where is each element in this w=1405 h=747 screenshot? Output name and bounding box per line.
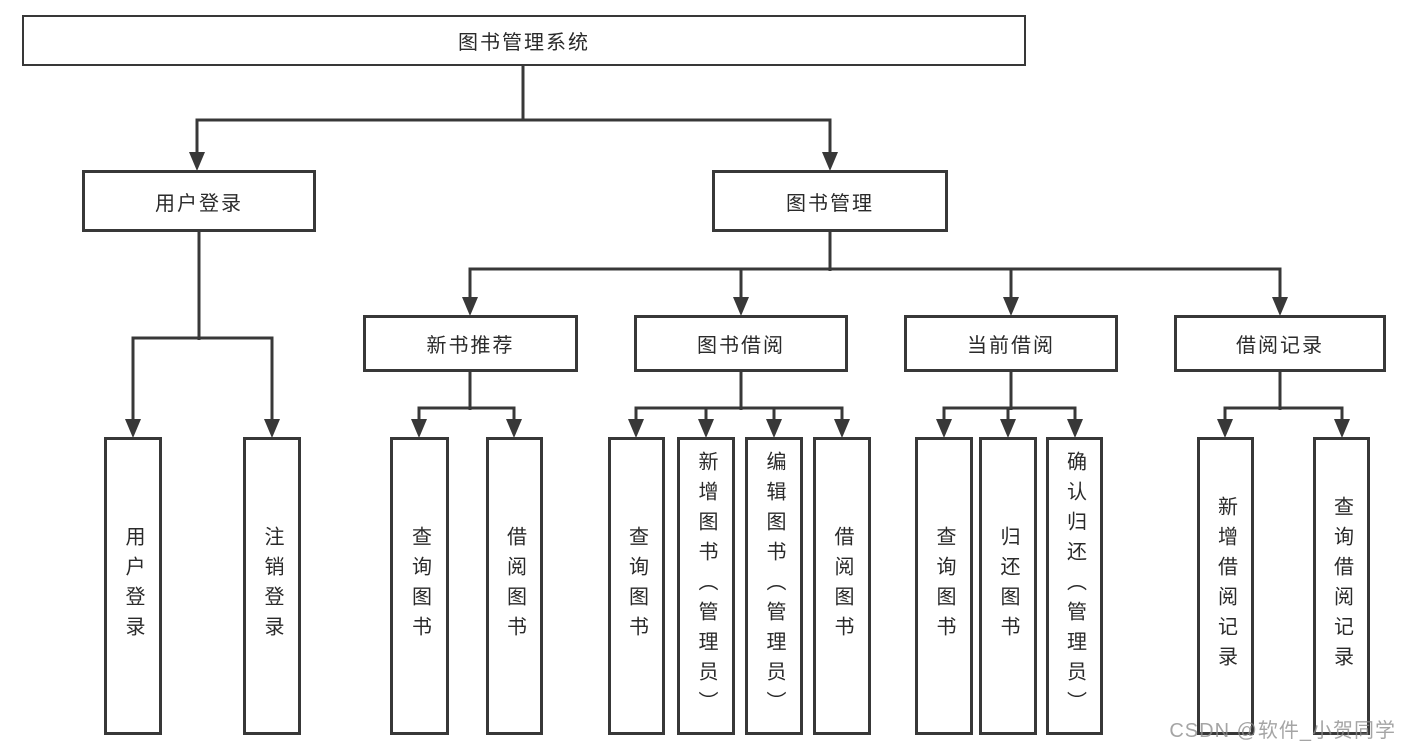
leaf-label: 查询借阅记录: [1330, 496, 1353, 676]
leaf-label: 新增借阅记录: [1214, 496, 1237, 676]
node-query-books-recommend: 查询图书: [390, 437, 449, 735]
node-logout: 注销登录: [243, 437, 301, 735]
leaf-label: 注销登录: [261, 526, 283, 646]
leaf-label: 新增图书（管理员）: [695, 451, 717, 721]
leaf-label: 查询图书: [408, 526, 431, 646]
leaf-label: 用户登录: [122, 526, 144, 646]
node-borrow-books-recommend: 借阅图书: [486, 437, 543, 735]
node-return-book: 归还图书: [979, 437, 1037, 735]
node-borrow-records: 借阅记录: [1174, 315, 1386, 372]
node-user-login: 用户登录: [82, 170, 316, 232]
leaf-label: 归还图书: [997, 526, 1019, 646]
node-user-login-leaf: 用户登录: [104, 437, 162, 735]
leaf-label: 确认归还（管理员）: [1063, 451, 1086, 721]
node-confirm-return-admin: 确认归还（管理员）: [1046, 437, 1103, 735]
node-library-system: 图书管理系统: [22, 15, 1026, 66]
node-edit-book-admin: 编辑图书（管理员）: [745, 437, 803, 735]
arrowheads: [125, 152, 1350, 438]
node-book-management: 图书管理: [712, 170, 948, 232]
leaf-label: 借阅图书: [503, 526, 526, 646]
node-book-borrowing: 图书借阅: [634, 315, 848, 372]
leaf-label: 编辑图书（管理员）: [763, 451, 785, 721]
node-query-borrow-record: 查询借阅记录: [1313, 437, 1370, 735]
node-add-borrow-record: 新增借阅记录: [1197, 437, 1254, 735]
leaf-label: 查询图书: [933, 526, 955, 646]
node-query-books-current: 查询图书: [915, 437, 973, 735]
leaf-label: 借阅图书: [831, 526, 853, 646]
csdn-watermark: CSDN @软件_小贺同学: [1169, 720, 1396, 742]
node-query-books-borrowing: 查询图书: [608, 437, 665, 735]
node-new-book-recommend: 新书推荐: [363, 315, 578, 372]
node-add-book-admin: 新增图书（管理员）: [677, 437, 735, 735]
node-current-borrowing: 当前借阅: [904, 315, 1118, 372]
leaf-label: 查询图书: [625, 526, 648, 646]
node-borrow-book: 借阅图书: [813, 437, 871, 735]
